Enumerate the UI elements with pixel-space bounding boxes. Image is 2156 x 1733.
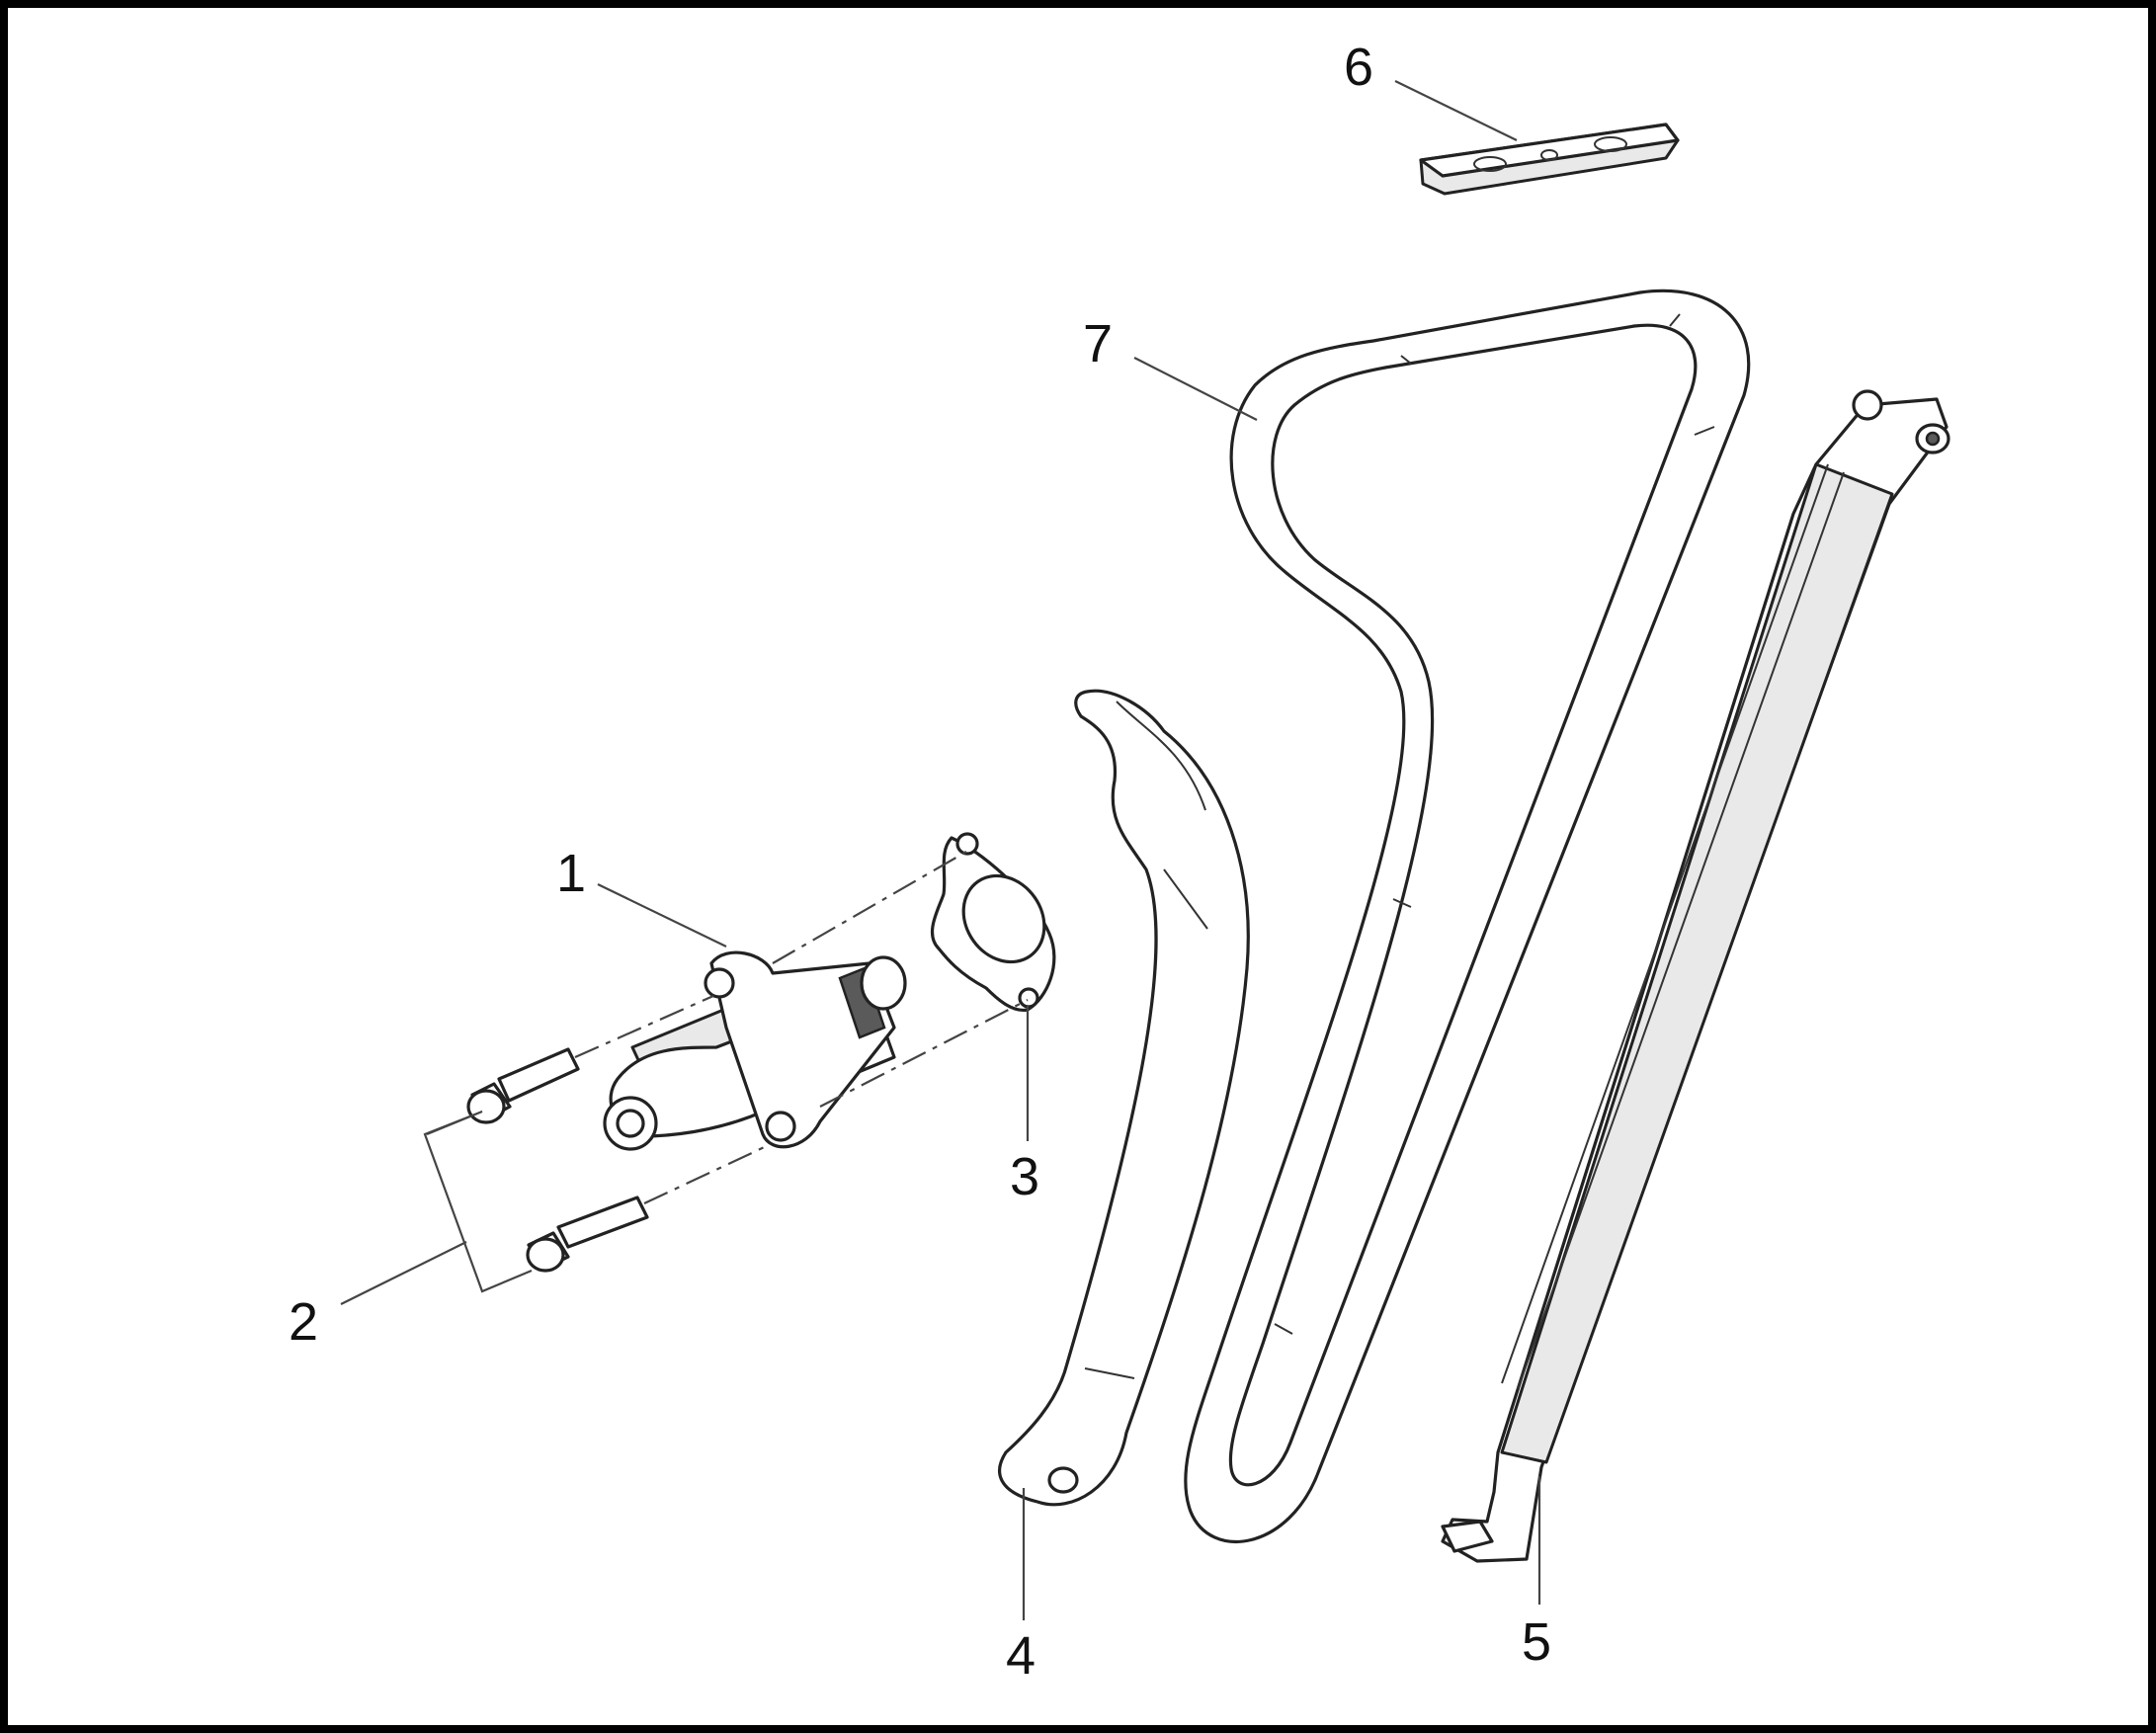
callout-4: 4 (1006, 1626, 1036, 1686)
part-2-bolt-lower (526, 1196, 649, 1273)
part-4-tensioner-guide (998, 689, 1250, 1507)
part-5-fixed-guide (1441, 389, 1950, 1563)
callout-1: 1 (556, 844, 586, 903)
part-1-chain-tensioner (603, 950, 907, 1151)
part-6-guide-pad (1419, 123, 1680, 196)
callout-5: 5 (1522, 1612, 1551, 1672)
callout-labels: 1 2 3 4 5 6 7 (289, 38, 1551, 1686)
leader-lines (340, 80, 1541, 1620)
assembly-lines (574, 851, 1029, 1204)
callout-6: 6 (1344, 38, 1373, 97)
callout-7: 7 (1083, 314, 1113, 373)
part-3-gasket (930, 832, 1056, 1013)
part-2-bolt-upper (466, 1047, 580, 1124)
callout-2: 2 (289, 1292, 318, 1352)
part-7-timing-chain (1184, 289, 1751, 1544)
callout-3: 3 (1010, 1147, 1039, 1206)
